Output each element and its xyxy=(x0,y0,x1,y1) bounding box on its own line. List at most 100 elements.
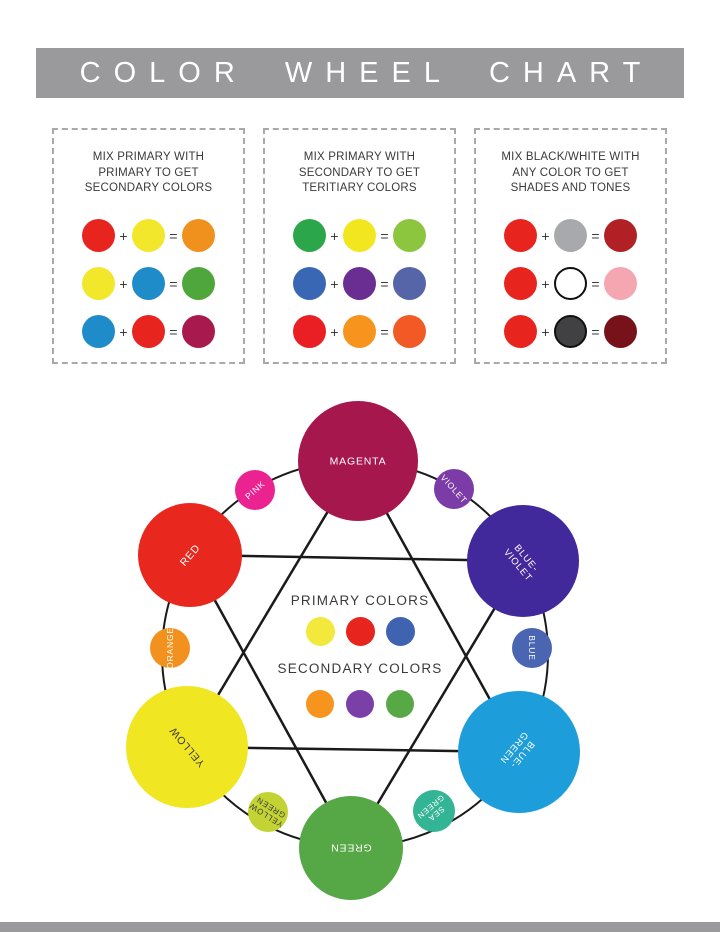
equals-sign: = xyxy=(169,275,178,292)
color-dot-red xyxy=(504,267,537,300)
title-line: TERITIARY COLORS xyxy=(302,182,417,194)
orange-circle xyxy=(150,628,190,668)
color-dot-yellow xyxy=(343,219,376,252)
label-line: GREEN xyxy=(330,842,371,854)
title-line: MIX PRIMARY WITH xyxy=(303,151,416,163)
equals-sign: = xyxy=(591,275,600,292)
color-dot-red xyxy=(504,219,537,252)
secondary-dot-green xyxy=(386,690,414,718)
mix-box-title: MIX PRIMARY WITH PRIMARY TO GET SECONDAR… xyxy=(54,150,243,197)
title-line: SECONDARY COLORS xyxy=(84,182,213,194)
equals-sign: = xyxy=(591,323,600,340)
wheel-circle-magenta: MAGENTA xyxy=(298,401,418,521)
color-dot-orange xyxy=(182,219,215,252)
color-dot-magenta xyxy=(182,315,215,348)
plus-sign: + xyxy=(541,323,550,340)
mix-rows: + = + = + = xyxy=(476,219,665,363)
plus-sign: + xyxy=(541,275,550,292)
wheel-circle-yellow: YELLOW xyxy=(126,686,248,808)
equals-sign: = xyxy=(169,227,178,244)
green-circle xyxy=(299,796,403,900)
wheel-circle-sea-green: SEAGREEN xyxy=(413,790,455,832)
mix-row: + = xyxy=(476,315,665,348)
color-dot-blue xyxy=(82,315,115,348)
magenta-label: MAGENTA xyxy=(330,456,387,468)
color-dot-yellow-green xyxy=(393,219,426,252)
wheel-circle-blue-green: BLUE-GREEN xyxy=(458,691,580,813)
plus-sign: + xyxy=(541,227,550,244)
title-line: SHADES AND TONES xyxy=(510,182,631,194)
title-line: SECONDARY TO GET xyxy=(298,166,421,179)
wheel-circle-pink: PINK xyxy=(235,470,275,510)
primary-dot-yellow xyxy=(305,617,335,646)
color-dot-red xyxy=(132,315,165,348)
plus-sign: + xyxy=(119,323,128,340)
color-dot-white xyxy=(554,267,587,300)
blue-circle xyxy=(512,628,552,668)
green-label: GREEN xyxy=(330,842,371,854)
red-circle xyxy=(138,503,242,607)
mix-row: + = xyxy=(54,315,243,348)
color-dot-gray xyxy=(554,219,587,252)
plus-sign: + xyxy=(330,323,339,340)
sea-green-circle xyxy=(413,790,455,832)
color-dot-yellow xyxy=(132,219,165,252)
primary-dot-red xyxy=(345,617,375,646)
mix-row: + = xyxy=(54,267,243,300)
mix-rows: + = + = + = xyxy=(54,219,243,363)
title-line: ANY COLOR TO GET xyxy=(512,166,629,179)
magenta-circle xyxy=(298,401,418,521)
mix-row: + = xyxy=(54,219,243,252)
color-dot-maroon xyxy=(604,315,637,348)
mix-box-secondary-colors: MIX PRIMARY WITH PRIMARY TO GET SECONDAR… xyxy=(52,128,245,364)
color-dot-orange xyxy=(343,315,376,348)
primary-color-dots xyxy=(240,617,480,646)
color-dot-purple xyxy=(343,267,376,300)
title-banner: COLOR WHEEL CHART xyxy=(36,48,684,98)
color-dot-green xyxy=(182,267,215,300)
equals-sign: = xyxy=(380,227,389,244)
color-dot-black xyxy=(554,315,587,348)
color-dot-red xyxy=(293,315,326,348)
label-line: MAGENTA xyxy=(330,456,387,468)
blue-violet-circle xyxy=(467,505,579,617)
secondary-dot-orange xyxy=(306,690,334,718)
yellow-green-circle xyxy=(248,792,288,832)
color-dot-red xyxy=(82,219,115,252)
yellow-circle xyxy=(126,686,248,808)
plus-sign: + xyxy=(330,275,339,292)
title-line: PRIMARY TO GET xyxy=(98,166,199,179)
color-dot-blue xyxy=(293,267,326,300)
blue-label: BLUE xyxy=(527,635,537,660)
mix-row: + = xyxy=(265,267,454,300)
mix-rows: + = + = + = xyxy=(265,219,454,363)
equals-sign: = xyxy=(380,323,389,340)
mix-row: + = xyxy=(265,219,454,252)
orange-label: ORANGE xyxy=(165,627,175,669)
violet-circle xyxy=(434,469,474,509)
plus-sign: + xyxy=(119,227,128,244)
mix-box-title: MIX PRIMARY WITH SECONDARY TO GET TERITI… xyxy=(265,150,454,197)
secondary-colors-label: SECONDARY COLORS xyxy=(277,661,443,676)
blue-green-circle xyxy=(458,691,580,813)
color-dot-blue-violet xyxy=(393,267,426,300)
label-line: BLUE xyxy=(527,635,537,660)
line-green-red xyxy=(188,554,353,849)
plus-sign: + xyxy=(330,227,339,244)
label-line: ORANGE xyxy=(165,627,175,669)
footer-bar xyxy=(0,922,720,932)
page-title: COLOR WHEEL CHART xyxy=(79,56,654,89)
color-dot-blue xyxy=(132,267,165,300)
mix-box-title: MIX BLACK/WHITE WITH ANY COLOR TO GET SH… xyxy=(476,150,665,197)
color-dot-yellow xyxy=(82,267,115,300)
color-dot-brick-red xyxy=(604,219,637,252)
plus-sign: + xyxy=(119,275,128,292)
title-line: MIX PRIMARY WITH xyxy=(92,151,205,163)
wheel-circle-blue: BLUE xyxy=(512,628,552,668)
primary-colors-label: PRIMARY COLORS xyxy=(290,593,430,608)
secondary-dot-purple xyxy=(346,690,374,718)
color-dot-green xyxy=(293,219,326,252)
mix-box-shades-tones: MIX BLACK/WHITE WITH ANY COLOR TO GET SH… xyxy=(474,128,667,364)
color-dot-red xyxy=(504,315,537,348)
